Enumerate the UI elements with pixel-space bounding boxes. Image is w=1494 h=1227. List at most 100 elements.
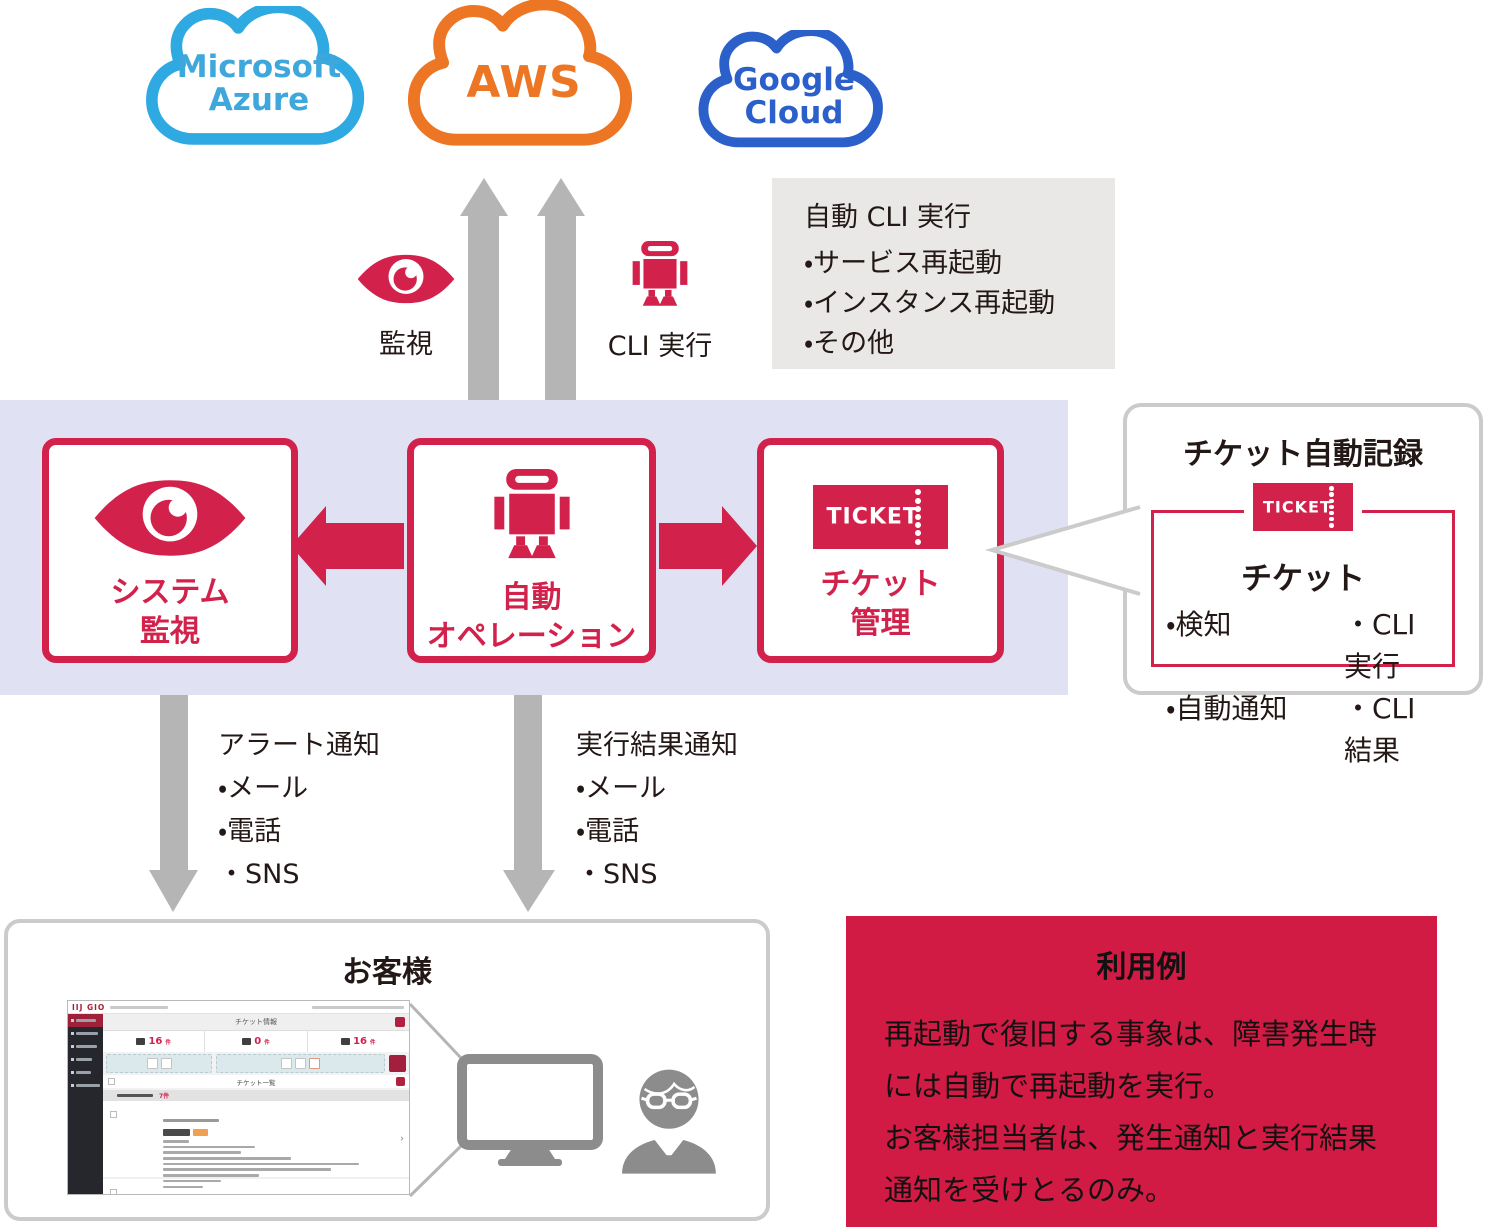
- filter-panel: [216, 1054, 385, 1073]
- auto-cli-item: ・その他: [804, 328, 895, 359]
- cloud-aws: AWS: [398, 0, 650, 152]
- checkbox: [108, 1078, 115, 1085]
- ticket-card: ›: [103, 1101, 409, 1188]
- cloud-google: Google Cloud: [670, 30, 918, 150]
- dashboard-sidebar: [68, 1014, 103, 1194]
- system-monitoring-label-1: システム: [110, 575, 230, 610]
- stat-mini-icon: [242, 1038, 252, 1045]
- ticket-record-callout: チケット自動記録 チケット ・検知 ・CLI 実行 ・自動通知 ・CLI 結果 …: [1123, 403, 1483, 767]
- dashboard-logo: IIJ GIO: [72, 1002, 106, 1012]
- usage-body-line: お客様担当者は、発生通知と実行結果通知を受けとるのみ。: [884, 1121, 1378, 1207]
- ticket-perforation-dots: [915, 489, 921, 545]
- ticket-icon: TICKET: [813, 485, 948, 549]
- stat-cell: 0 件: [204, 1031, 306, 1052]
- ticket-icon-small-word: TICKET: [1263, 497, 1332, 517]
- sidebar-item: [68, 1066, 103, 1079]
- auto-cli-item: ・サービス再起動: [804, 248, 1003, 279]
- alert-note: アラート通知 ・メール ・電話 ・SNS: [218, 724, 380, 896]
- alert-note-item: ・メール: [218, 773, 309, 804]
- eye-icon-large: [94, 480, 246, 556]
- ticket-icon-word: TICKET: [826, 504, 919, 530]
- auto-cli-info-box: 自動 CLI 実行 ・サービス再起動 ・インスタンス再起動 ・その他: [772, 178, 1115, 369]
- customer-title: お客様: [342, 955, 432, 990]
- callout-title: チケット自動記録: [1183, 437, 1423, 472]
- dashboard-topbar: IIJ GIO: [68, 1001, 409, 1014]
- person-icon: [622, 1069, 716, 1174]
- filter-chip: [295, 1058, 306, 1069]
- checkbox: [110, 1111, 117, 1118]
- ticket-list-title: チケット一覧: [236, 1078, 276, 1087]
- stat-value: 16: [353, 1036, 368, 1047]
- down-arrow-alert: [149, 695, 198, 912]
- stat-unit: 件: [264, 1039, 270, 1046]
- result-note-item: ・メール: [576, 773, 667, 804]
- system-monitoring-label-2: 監視: [139, 614, 200, 649]
- cli-connector-label: CLI 実行: [607, 331, 713, 362]
- usage-title: 利用例: [1096, 950, 1187, 985]
- stat-cell: 16 件: [306, 1031, 409, 1052]
- cloud-shape-azure: [146, 6, 365, 145]
- result-note-title: 実行結果通知: [576, 730, 738, 761]
- stat-unit: 件: [165, 1039, 171, 1046]
- checkbox: [110, 1189, 117, 1194]
- ticket-group-header: 7件: [103, 1090, 409, 1101]
- filter-panel: [106, 1054, 212, 1073]
- cloud-azure: Microsoft Azure: [128, 6, 390, 148]
- stat-cell: 16 件: [103, 1031, 204, 1052]
- auto-cli-item: ・インスタンス再起動: [804, 288, 1056, 319]
- result-note-item: ・SNS: [576, 859, 658, 890]
- up-arrow-monitoring: [460, 178, 508, 400]
- auto-operation-label-1: 自動: [501, 580, 562, 615]
- alert-note-item: ・電話: [218, 816, 282, 847]
- up-arrow-cli: [537, 178, 585, 400]
- sidebar-item: [68, 1027, 103, 1040]
- red-arrow-to-monitoring: [291, 506, 404, 586]
- ticket-cards: › ›: [103, 1101, 409, 1194]
- ticket-list-header: チケット一覧: [103, 1075, 409, 1088]
- filter-chip: [146, 1058, 158, 1069]
- robot-icon: [632, 241, 688, 306]
- header-red-button: [395, 1017, 405, 1027]
- topbar-text-bar: [312, 1005, 404, 1009]
- stat-value: 16: [148, 1036, 163, 1047]
- ticket-card: ›: [103, 1179, 409, 1194]
- status-badge-dark: [163, 1129, 190, 1136]
- cloud-azure-line2: Azure: [208, 82, 310, 118]
- ticket-icon-small: TICKET: [1253, 483, 1353, 531]
- result-note: 実行結果通知 ・メール ・電話 ・SNS: [576, 724, 738, 896]
- down-arrow-result: [503, 695, 555, 912]
- cloud-google-line1: Google: [733, 61, 855, 98]
- filter-chip: [160, 1058, 172, 1069]
- callout-bullet: ・自動通知: [1166, 692, 1288, 725]
- robot-icon-large: [493, 468, 570, 559]
- ticket-count: 7件: [159, 1093, 170, 1100]
- filter-chip: [309, 1058, 320, 1069]
- dashboard-header-title: チケット情報: [235, 1018, 277, 1026]
- monitor-connector-label: 監視: [379, 329, 433, 360]
- cloud-azure-line1: Microsoft: [176, 48, 342, 85]
- callout-ticket-detail-box: チケット ・検知 ・CLI 実行 ・自動通知 ・CLI 結果: [1151, 510, 1455, 767]
- auto-cli-title: 自動 CLI 実行: [804, 202, 972, 233]
- sidebar-item: [68, 1053, 103, 1066]
- callout-pointer: [984, 505, 1141, 596]
- dashboard-screenshot: IIJ GIO チケット情報: [67, 1000, 410, 1195]
- ticket-management-box: TICKET チケット 管理: [757, 438, 1004, 663]
- filter-chip: [281, 1058, 292, 1069]
- ticket-management-label-1: チケット: [820, 567, 941, 602]
- auto-operation-box: 自動 オペレーション: [407, 438, 656, 663]
- cloud-shape-google: [698, 30, 883, 148]
- red-arrow-to-ticket: [659, 506, 757, 586]
- monitor-icon: [457, 1054, 603, 1166]
- stat-mini-icon: [341, 1038, 351, 1045]
- ticket-perforation-dots: [1329, 486, 1334, 528]
- cloud-aws-label: AWS: [398, 0, 650, 152]
- stat-value: 0: [254, 1036, 262, 1047]
- eye-icon: [357, 254, 455, 304]
- auto-operation-label-2: オペレーション: [426, 619, 637, 654]
- cloud-shape-aws: [407, 0, 633, 146]
- usage-body-line: 再起動で復旧する事象は、障害発生時には自動で再起動を実行。: [884, 1017, 1378, 1103]
- alert-note-item: ・SNS: [218, 859, 300, 890]
- group-title-bar: [117, 1094, 153, 1097]
